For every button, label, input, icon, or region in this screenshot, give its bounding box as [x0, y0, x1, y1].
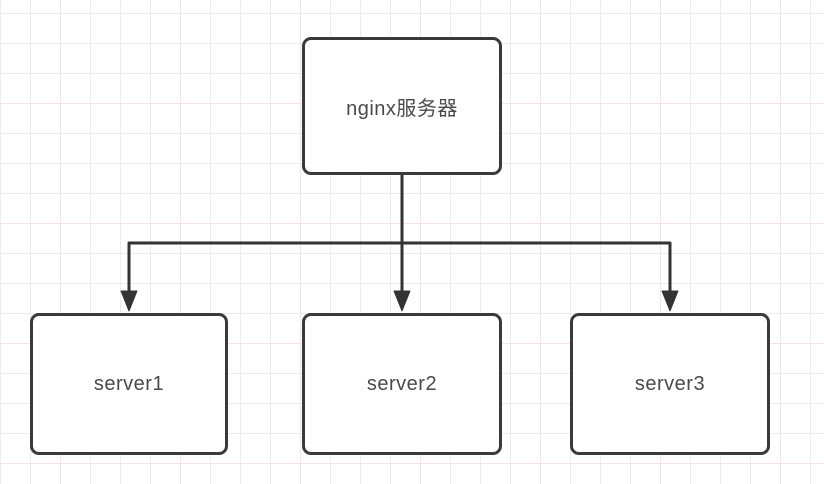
node-label-server1: server1: [93, 372, 165, 395]
arrowhead-icon: [120, 290, 138, 312]
node-label-nginx: nginx服务器: [346, 97, 458, 120]
edge-nginx-server1[interactable]: [120, 175, 404, 312]
node-label-server3: server3: [634, 372, 706, 395]
node-server2[interactable]: server2: [302, 313, 502, 455]
arrowhead-icon: [393, 290, 411, 312]
node-server1[interactable]: server1: [30, 313, 228, 455]
edge-nginx-server3[interactable]: [400, 175, 679, 312]
edge-line: [400, 175, 672, 291]
edge-line: [127, 175, 404, 291]
node-label-server2: server2: [366, 372, 438, 395]
node-server3[interactable]: server3: [570, 313, 770, 455]
arrowhead-icon: [661, 290, 679, 312]
node-nginx[interactable]: nginx服务器: [302, 37, 502, 175]
